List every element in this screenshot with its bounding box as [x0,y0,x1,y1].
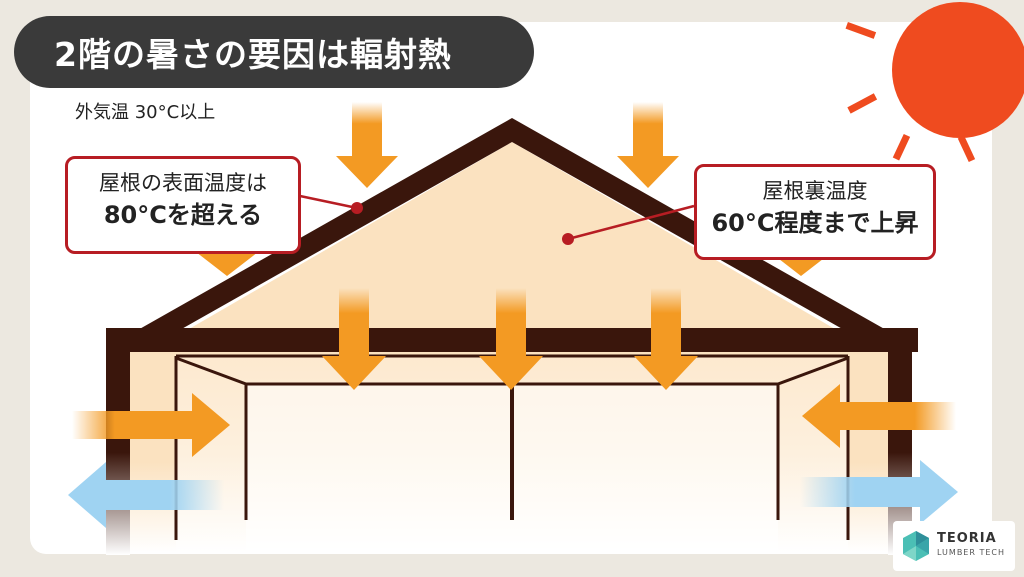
outside-temperature-label: 外気温 30°C以上 [75,102,216,123]
heat-arrow-wall-left [72,393,230,457]
heat-arrow-roof-left [196,252,258,276]
teoria-logo-icon [903,531,929,561]
right-post [888,350,912,555]
cool-arrow-right [800,460,958,524]
attic-temperature-callout: 屋根裏温度 60°C程度まで上昇 [694,164,936,260]
room-interior [174,354,850,552]
attic-callout-leader [562,204,695,245]
roof-temperature-callout: 屋根の表面温度は 80°Cを超える [65,156,301,254]
cool-arrow-left [68,462,224,528]
page-title: 2階の暑さの要因は輻射熱 [14,16,534,88]
roof-callout-line1: 屋根の表面温度は [99,171,267,195]
logo-name: TEORIA [937,531,997,546]
roof-callout-leader [299,194,363,214]
title-text: 2階の暑さの要因は輻射熱 [54,35,452,74]
logo-subtitle: LUMBER TECH [937,548,1006,557]
sun-icon [845,2,1024,163]
heat-arrow-attic-1 [322,288,386,390]
heat-arrow-attic-3 [634,288,698,390]
heat-arrow-wall-right [802,384,956,448]
heat-arrow-outside-left [336,102,398,188]
roof-callout-line2: 80°Cを超える [103,201,263,229]
roof-frame [106,118,918,348]
left-post [106,350,130,555]
heat-arrow-attic-2 [479,288,543,390]
teoria-logo: TEORIA LUMBER TECH [893,521,1015,571]
attic-callout-line2: 60°C程度まで上昇 [711,209,919,237]
heat-arrow-outside-right [617,102,679,188]
attic-callout-line1: 屋根裏温度 [762,179,868,203]
